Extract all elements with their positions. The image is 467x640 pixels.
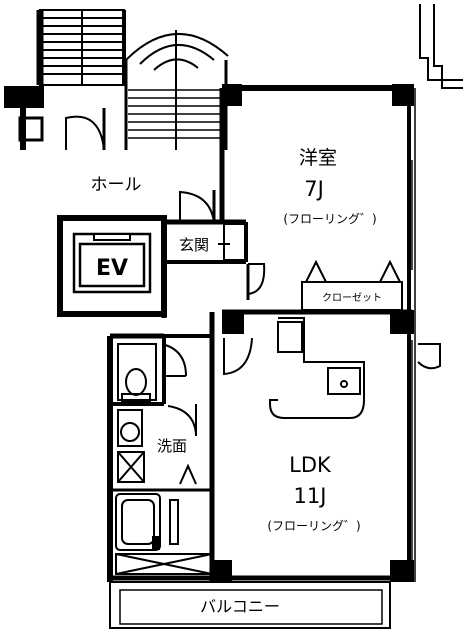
western-room-floor: (フローリング゛) — [283, 212, 376, 226]
kitchen-counter — [269, 317, 365, 419]
western-room-name: 洋室 — [299, 147, 337, 169]
toilet-room — [117, 343, 157, 403]
entrance-label: 玄関 — [179, 236, 209, 254]
ldk-size: 11J — [294, 484, 327, 508]
toilet-door — [161, 343, 187, 377]
shoe-box — [223, 223, 247, 261]
balcony-label: バルコニー — [200, 597, 280, 616]
elevator — [57, 215, 167, 317]
washbasin — [117, 409, 143, 447]
spiral-stair — [124, 30, 229, 150]
exterior-outline — [419, 4, 463, 89]
pillars — [4, 84, 414, 582]
ldk-name: LDK — [289, 453, 332, 477]
ldk-floor: (フローリング゛) — [267, 519, 360, 533]
hall-label: ホール — [91, 175, 142, 195]
washroom-cabinet — [179, 463, 197, 485]
bathtub — [115, 493, 179, 551]
western-room-door — [246, 263, 266, 300]
washroom-door — [167, 404, 197, 436]
walls — [107, 85, 416, 582]
wall-segment — [20, 108, 26, 150]
closet — [301, 259, 403, 311]
washing-machine — [117, 451, 145, 483]
stair-door — [65, 108, 106, 151]
wall-notch — [152, 536, 160, 550]
ldk-door — [223, 337, 253, 376]
entrance-door — [179, 190, 216, 223]
closet-label: クローゼット — [322, 292, 382, 304]
balcony — [109, 581, 391, 629]
washroom-label: 洗面 — [157, 437, 187, 455]
balcony-slot — [115, 553, 213, 575]
staircase — [36, 9, 126, 86]
western-room-size: 7J — [304, 177, 324, 201]
exterior-door-upper — [417, 343, 441, 370]
elevator-label: EV — [96, 256, 128, 281]
